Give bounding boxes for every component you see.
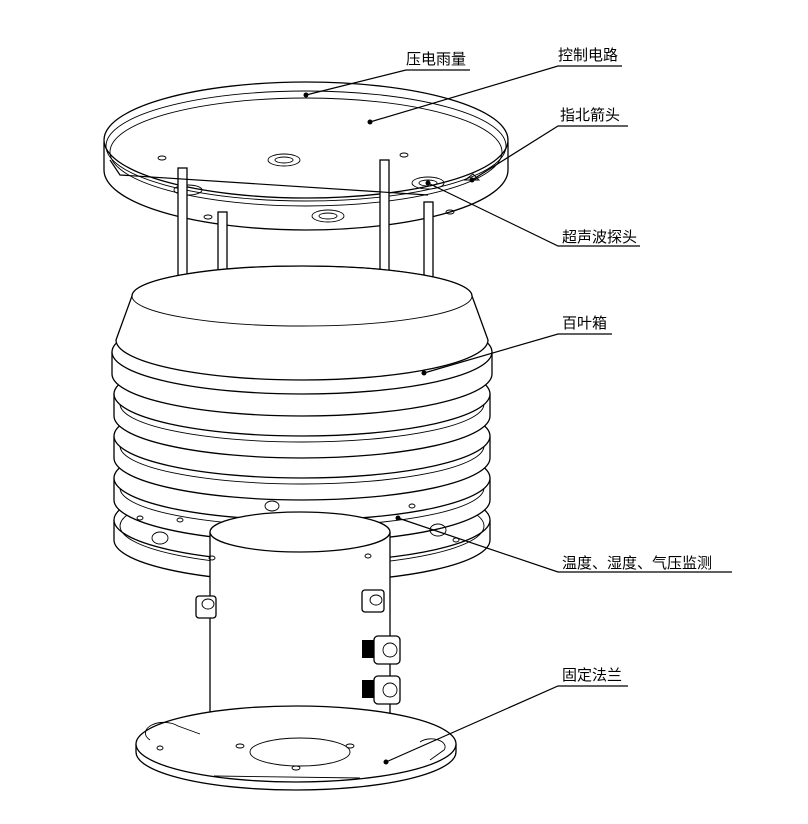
- mounting-flange: [135, 705, 457, 791]
- louver-box: [111, 265, 493, 583]
- label-mounting-flange: 固定法兰: [562, 666, 622, 684]
- label-ultrasonic-probe: 超声波探头: [562, 228, 637, 246]
- top-disc: [103, 81, 509, 231]
- callout-labels: 压电雨量 控制电路 指北箭头 超声波探头 百叶箱 温度、湿度、气压监测 固定法兰: [406, 46, 712, 684]
- label-rain-sensor: 压电雨量: [406, 50, 466, 68]
- leader-lines: [109, 65, 732, 765]
- label-louver-box: 百叶箱: [562, 314, 607, 332]
- label-temp-humidity-pressure: 温度、湿度、气压监测: [562, 554, 712, 572]
- label-north-arrow: 指北箭头: [560, 106, 620, 124]
- label-control-circuit: 控制电路: [558, 46, 618, 64]
- main-cylinder: [195, 511, 401, 739]
